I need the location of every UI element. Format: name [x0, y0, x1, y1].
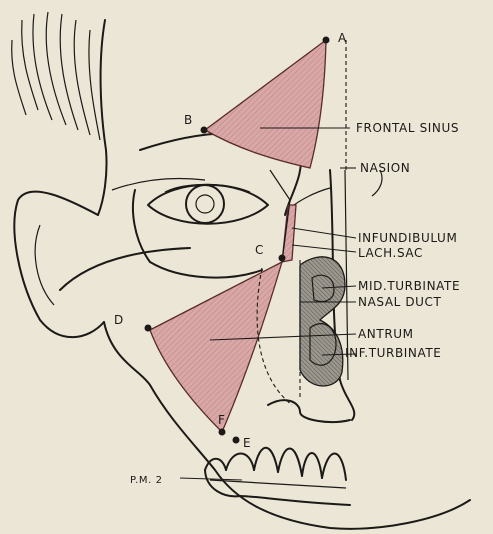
label-lach-sac: LACH.SAC	[358, 246, 423, 260]
label-inf-turbinate: INF.TURBINATE	[345, 346, 442, 360]
antrum-region	[150, 262, 282, 432]
point-f-label: F	[218, 413, 225, 427]
point-a-dot	[323, 37, 330, 44]
label-pm2: P.M. 2	[130, 475, 163, 486]
eye	[148, 185, 268, 224]
head-outline	[14, 20, 470, 529]
label-nasion: NASION	[360, 161, 410, 175]
label-infundibulum: INFUNDIBULUM	[358, 231, 457, 245]
hair-strokes	[12, 12, 100, 140]
point-d-dot	[145, 325, 152, 332]
label-antrum: ANTRUM	[358, 327, 414, 341]
teeth	[205, 448, 350, 505]
point-a-label: A	[338, 31, 347, 45]
point-f-dot	[219, 429, 226, 436]
label-mid-turbinate: MID.TURBINATE	[358, 279, 460, 293]
point-e-dot	[233, 437, 240, 444]
point-b-label: B	[184, 113, 192, 127]
infundibulum-region	[282, 205, 296, 262]
turbinates	[300, 257, 345, 386]
point-d-label: D	[114, 313, 123, 327]
point-e-label: E	[243, 436, 251, 450]
point-c-dot	[279, 255, 286, 262]
point-c-label: C	[255, 243, 263, 257]
label-frontal-sinus: FRONTAL SINUS	[356, 121, 459, 135]
point-b-dot	[201, 127, 208, 134]
label-nasal-duct: NASAL DUCT	[358, 295, 442, 309]
frontal-sinus-region	[205, 40, 326, 168]
